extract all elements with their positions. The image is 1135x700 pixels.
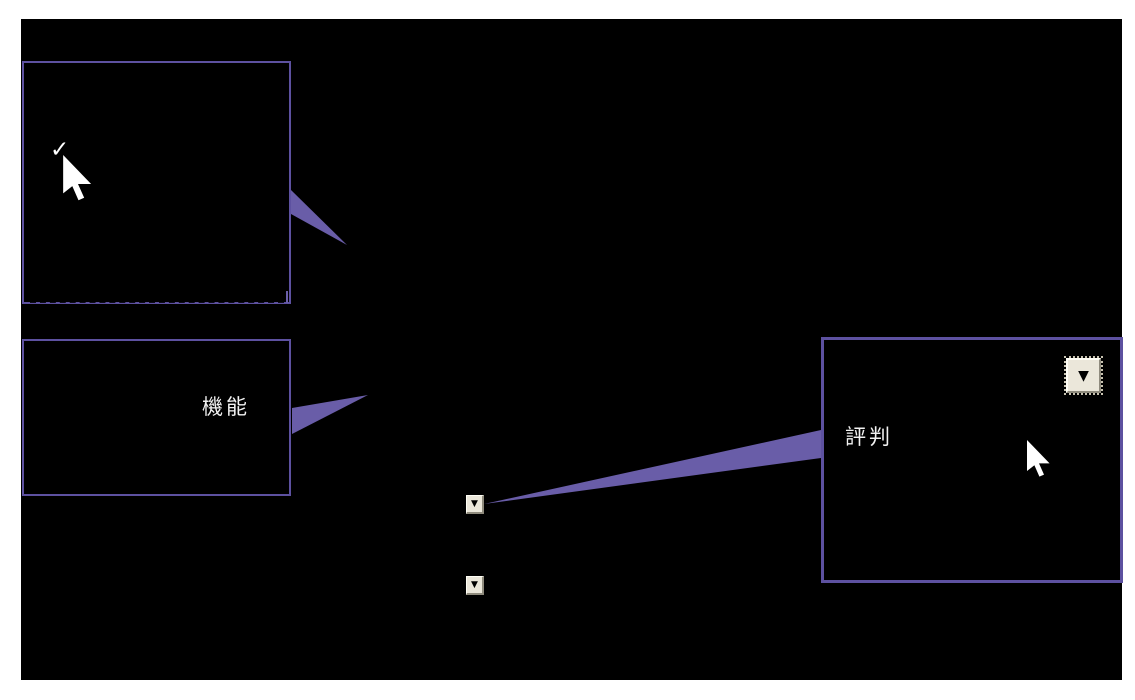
dropdown-button-small-1[interactable]: ▼ <box>466 495 484 514</box>
dropdown-arrow-icon: ▼ <box>471 579 478 590</box>
dropdown-arrow-icon: ▼ <box>1078 367 1089 384</box>
dropdown-button-large-focus-ring: ▼ <box>1064 356 1103 395</box>
cursor-icon <box>63 155 92 201</box>
dropdown-arrow-icon: ▼ <box>471 498 478 509</box>
annotation-box-feature <box>22 339 291 496</box>
reputation-label: 評判 <box>845 425 893 449</box>
dropdown-button-small-2[interactable]: ▼ <box>466 576 484 595</box>
feature-label: 機能 <box>202 395 250 419</box>
cursor-icon <box>1027 440 1050 477</box>
dropdown-button-large[interactable]: ▼ <box>1066 358 1101 393</box>
checkmark-icon: ✓ <box>50 137 70 163</box>
